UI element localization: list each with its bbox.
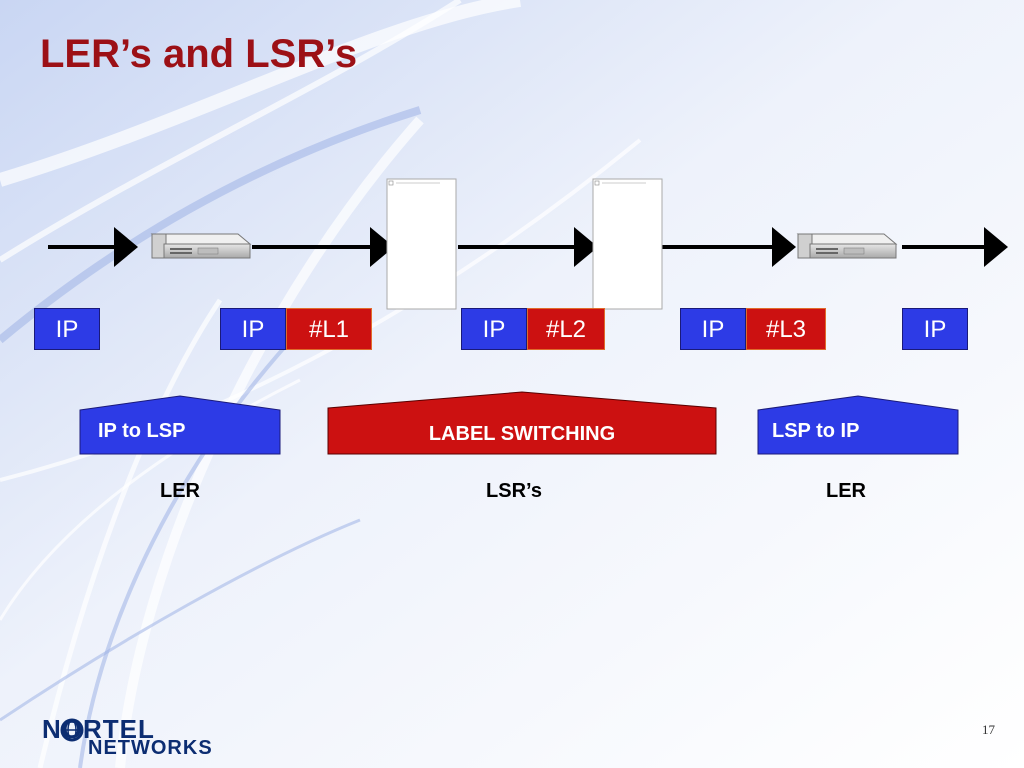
packet-3-ip-box: IP bbox=[461, 308, 527, 350]
nortel-logo-globe-icon bbox=[60, 718, 84, 742]
packet-5-ip-box: IP bbox=[902, 308, 968, 350]
ingress-role-label: LER bbox=[160, 480, 200, 502]
egress-function-label: LSP to IP bbox=[772, 420, 860, 442]
decorative-swooshes-blue bbox=[0, 106, 422, 768]
packet-4-label-box: #L3 bbox=[746, 308, 826, 350]
lsr-image-placeholder bbox=[386, 178, 457, 310]
ingress-function-shape bbox=[79, 395, 281, 455]
packet-1-ip-box: IP bbox=[34, 308, 100, 350]
packet-2-label-box: #L1 bbox=[286, 308, 372, 350]
router-icon bbox=[796, 233, 898, 259]
packet-2-ip-box: IP bbox=[220, 308, 286, 350]
router-icon bbox=[150, 233, 252, 259]
nortel-logo-line2: NETWORKS bbox=[88, 737, 213, 759]
egress-role-label: LER bbox=[826, 480, 866, 502]
egress-function-shape bbox=[757, 395, 959, 455]
packet-4-ip-box: IP bbox=[680, 308, 746, 350]
packet-3-label-box: #L2 bbox=[527, 308, 605, 350]
core-function-shape bbox=[327, 391, 717, 455]
ingress-function-label: IP to LSP bbox=[98, 420, 186, 442]
core-role-label: LSR’s bbox=[486, 480, 542, 502]
lsr-image-placeholder bbox=[592, 178, 663, 310]
nortel-logo-line1: NORTEL bbox=[42, 714, 155, 744]
core-function-label: LABEL SWITCHING bbox=[428, 423, 616, 445]
page-title: LER’s and LSR’s bbox=[40, 32, 358, 76]
page-number: 17 bbox=[982, 722, 995, 737]
